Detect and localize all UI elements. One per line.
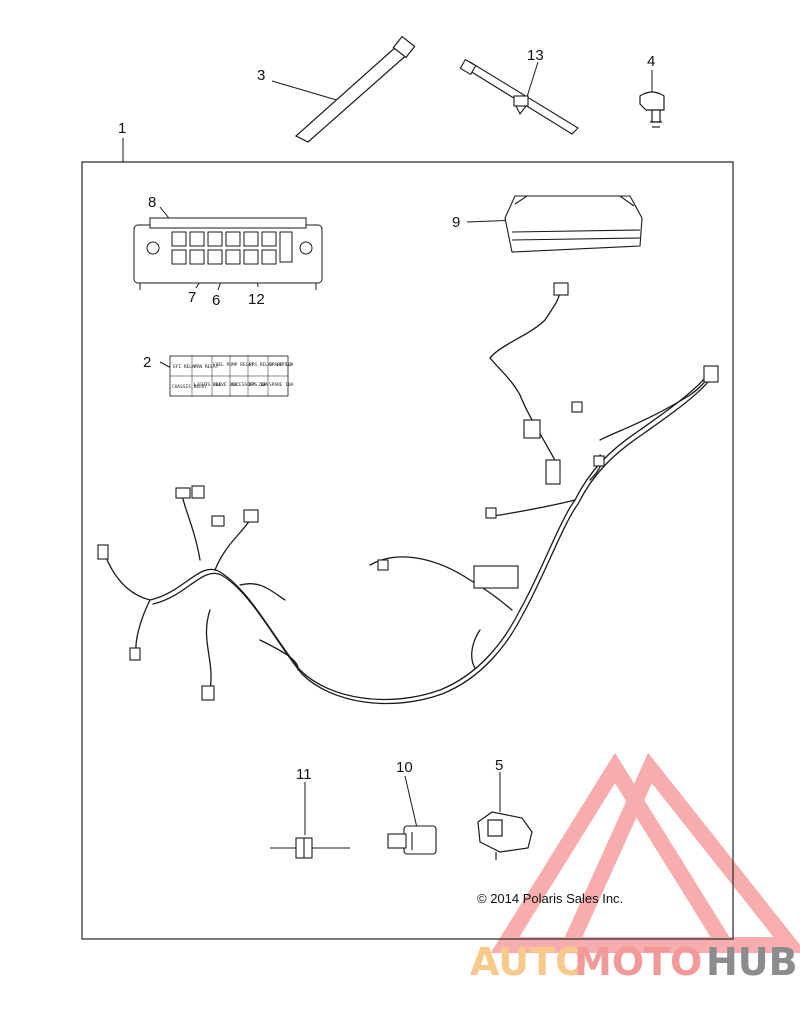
watermark-part1: AUTO [470,940,587,984]
fuse-holder-icon [387,825,437,855]
decal-label: LIGHTS 20A [194,382,221,388]
decal-label: SPARE 10A [269,382,294,388]
connector-body-icon [477,811,533,860]
fuse-decal: EFI RELAY FAN RELAY FUEL PUMP RELAY EPS … [169,355,294,397]
callout-12: 12 [248,291,265,308]
decal-label: DRIVE 20A [213,382,238,388]
callout-5: 5 [495,757,503,774]
connector-icon [571,401,583,413]
callout-3: 3 [257,67,265,84]
fuse-block-connector-icon [473,565,519,589]
connector-icon [545,459,561,485]
push-mount-tie-icon [459,58,579,135]
decal-label: FUEL PUMP RELAY [213,362,254,368]
harness-connectors [97,282,719,701]
wire-harness-icon [104,289,711,705]
decal-label: EFI RELAY [173,364,198,370]
callout-4: 4 [647,53,655,70]
callout-11: 11 [296,766,312,783]
connector-icon [129,647,141,661]
fuse-box-cover-icon [504,195,643,253]
connector-icon [201,685,215,701]
copyright-text: © 2014 Polaris Sales Inc. [477,891,623,906]
cable-tie-icon [294,35,416,143]
connector-icon [523,419,541,439]
callout-7: 7 [188,289,196,306]
decal-label: EPS RELAY (OPT.) [249,362,292,368]
watermark-part3: HUB [706,940,798,984]
watermark-part2: MOTO [574,940,702,984]
watermark-logo-icon [490,752,800,953]
fuse-box-icon [133,217,323,290]
callout-10: 10 [396,759,413,776]
callout-1: 1 [118,120,126,137]
connector-icon [211,515,225,527]
watermark-text: AUTO MOTO HUB [470,940,798,984]
connector-icon [593,455,605,467]
decal-label: FAN RELAY [194,364,219,370]
connector-icon [703,365,719,383]
callout-2: 2 [143,354,151,371]
connector-icon [377,559,389,571]
kit-panel [81,161,734,940]
callouts: 1 2 3 4 5 6 7 8 9 10 11 12 13 [118,47,655,783]
leader-lines [122,61,653,835]
diode-icon [270,837,350,859]
wire-clip-icon [639,91,665,128]
connector-icon [243,509,259,523]
connector-icon [553,282,569,296]
connector-icon [97,544,109,560]
callout-9: 9 [452,214,460,231]
callout-13: 13 [527,47,544,64]
connector-icon [191,485,205,499]
decal-label: EPS 10A [249,382,268,388]
decal-label: ACCESSORY 20A [231,382,267,388]
callout-8: 8 [148,194,156,211]
connector-icon [485,507,497,519]
decal-label: SPARE 10A [269,362,294,368]
connector-icon [175,487,191,499]
decal-label: CHASSIS RELAY [172,384,208,390]
callout-6: 6 [212,292,220,309]
